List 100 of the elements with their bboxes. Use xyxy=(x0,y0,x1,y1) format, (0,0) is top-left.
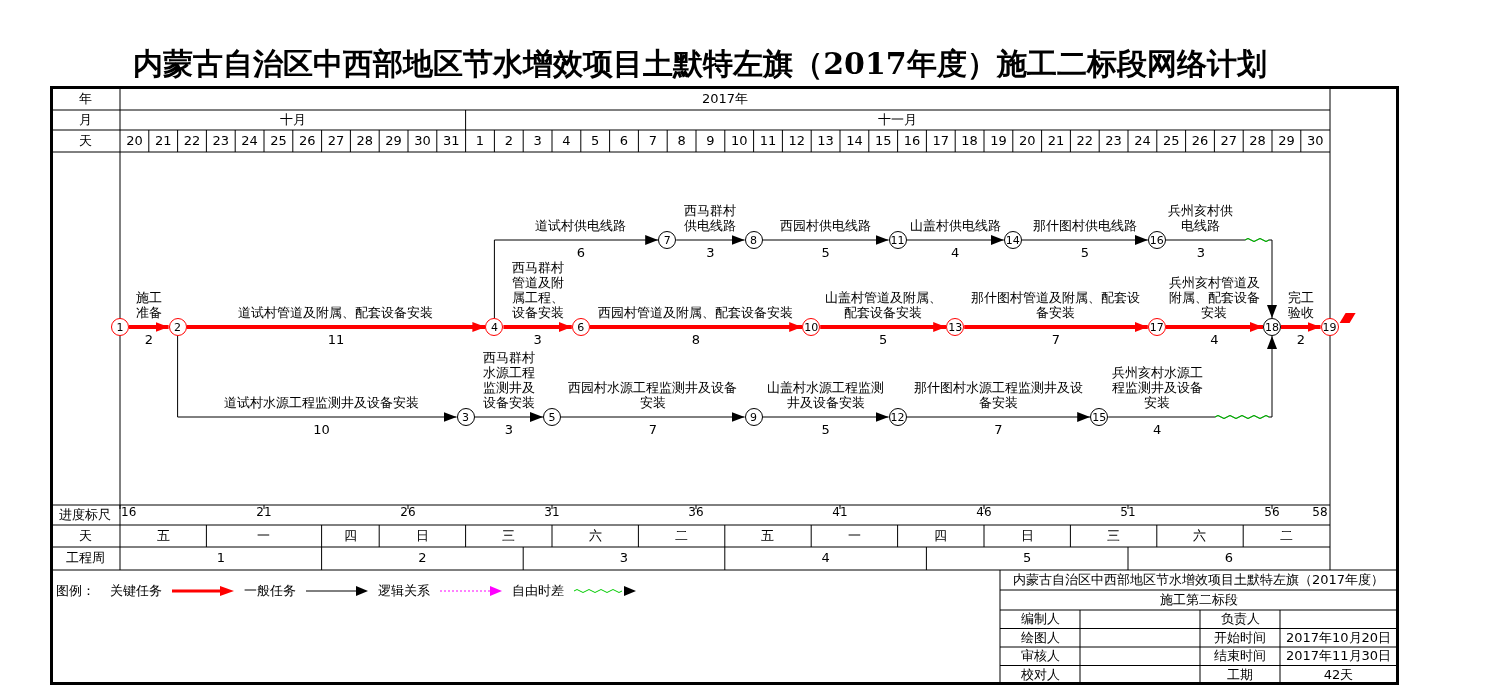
day-number: 9 xyxy=(706,133,715,149)
day-number: 18 xyxy=(961,133,978,149)
activity-label: 施工准备 xyxy=(134,291,163,321)
weekday-label: 五 xyxy=(761,528,775,544)
weekday-label: 五 xyxy=(156,528,170,544)
scale-tick-label: 58 xyxy=(1312,506,1328,520)
activity-arrow xyxy=(503,322,572,332)
duration-label: 3 xyxy=(706,245,715,261)
field-value: 2017年11月30日 xyxy=(1285,649,1392,664)
field-name: 开始时间 xyxy=(1214,630,1266,645)
week-number: 3 xyxy=(619,551,629,566)
day-number: 27 xyxy=(1220,133,1238,149)
scale-tick-label: 16 xyxy=(121,506,137,520)
duration-label: 8 xyxy=(691,332,701,348)
day-number: 29 xyxy=(385,133,402,149)
activity-arrow xyxy=(762,235,890,245)
duration-label: 3 xyxy=(1196,245,1206,261)
event-node: 11 xyxy=(888,231,907,249)
event-node: 6 xyxy=(571,318,590,336)
event-node: 16 xyxy=(1147,231,1166,249)
activity-arrow xyxy=(560,412,746,422)
day-number: 7 xyxy=(648,133,657,149)
legend-label: 自由时差 xyxy=(512,582,564,600)
event-node: 2 xyxy=(168,318,187,336)
event-node: 1 xyxy=(111,318,129,336)
activity-arrow xyxy=(186,322,486,332)
title-block-heading: 施工第二标段 xyxy=(1159,592,1238,608)
year-label: 2017年 xyxy=(701,91,749,107)
event-node: 8 xyxy=(744,231,763,249)
activity-label: 兵州亥村管道及附属、配套设备安装 xyxy=(1167,276,1261,321)
weekday-label: 三 xyxy=(1107,528,1121,544)
scale-tick-label: 21 xyxy=(256,506,272,520)
day-number: 22 xyxy=(183,133,201,149)
activity-label: 山盖村管道及附属、配套设备安装 xyxy=(823,291,943,321)
row-heading: 天 xyxy=(78,133,92,149)
weekday-label: 四 xyxy=(934,528,948,544)
activity-label: 完工验收 xyxy=(1286,291,1315,321)
weekday-label: 一 xyxy=(847,528,861,544)
event-node: 9 xyxy=(744,408,763,426)
day-number: 17 xyxy=(932,133,950,149)
day-number: 31 xyxy=(442,133,460,149)
event-node: 10 xyxy=(802,318,821,336)
event-node: 12 xyxy=(888,408,907,426)
field-name: 结束时间 xyxy=(1214,649,1266,664)
duration-label: 6 xyxy=(576,245,585,261)
duration-label: 5 xyxy=(821,245,830,261)
field-name: 编制人 xyxy=(1020,612,1060,627)
activity-arrow xyxy=(820,322,947,332)
day-number: 30 xyxy=(1306,133,1324,149)
weekday-label: 六 xyxy=(588,528,602,544)
weekday-label: 二 xyxy=(1279,528,1293,544)
day-number: 24 xyxy=(241,133,258,149)
day-number: 19 xyxy=(990,133,1007,149)
duration-label: 2 xyxy=(144,332,153,348)
event-node: 3 xyxy=(456,408,475,426)
title-block-heading: 内蒙古自治区中西部地区节水增效项目土默特左旗（2017年度） xyxy=(1012,572,1385,588)
week-number: 2 xyxy=(418,551,427,566)
day-number: 15 xyxy=(874,133,892,149)
activity-arrow xyxy=(964,322,1148,332)
duration-label: 4 xyxy=(951,245,960,261)
day-number: 3 xyxy=(533,133,542,149)
day-number: 6 xyxy=(619,133,629,149)
activity-label: 那什图村水源工程监测井及设备安装 xyxy=(912,381,1084,411)
field-name: 审核人 xyxy=(1020,649,1060,664)
duration-label: 4 xyxy=(1210,332,1219,348)
day-number: 16 xyxy=(903,133,921,149)
day-number: 1 xyxy=(475,133,485,149)
day-number: 8 xyxy=(677,133,686,149)
legend-label: 关键任务 xyxy=(110,582,162,600)
day-number: 20 xyxy=(1018,133,1036,149)
duration-label: 2 xyxy=(1296,332,1305,348)
event-node: 4 xyxy=(485,318,504,336)
activity-label: 那什图村管道及附属、配套设备安装 xyxy=(970,291,1142,321)
day-number: 28 xyxy=(356,133,374,149)
duration-label: 5 xyxy=(1080,245,1089,261)
month-label: 十月 xyxy=(279,112,306,128)
event-node: 14 xyxy=(1003,231,1022,249)
day-number: 26 xyxy=(298,133,316,149)
day-number: 11 xyxy=(759,133,777,149)
duration-label: 11 xyxy=(327,332,345,348)
row-heading: 天 xyxy=(78,528,92,544)
weekday-label: 三 xyxy=(502,528,516,544)
weekday-label: 六 xyxy=(1193,528,1207,544)
activity-label: 西园村供电线路 xyxy=(780,219,872,234)
activity-arrow xyxy=(1281,322,1321,332)
day-number: 23 xyxy=(1105,133,1122,149)
field-name: 校对人 xyxy=(1020,667,1060,682)
duration-label: 7 xyxy=(1051,332,1061,348)
day-number: 26 xyxy=(1191,133,1209,149)
duration-label: 5 xyxy=(879,332,888,348)
field-value: 2017年10月20日 xyxy=(1285,630,1392,645)
day-number: 20 xyxy=(126,133,143,149)
activity-arrow xyxy=(906,412,1091,422)
activity-arrow xyxy=(906,235,1005,245)
activity-label: 道试村水源工程监测井及设备安装 xyxy=(224,396,420,411)
day-number: 29 xyxy=(1278,133,1295,149)
row-heading: 进度标尺 xyxy=(59,507,111,523)
event-node: 13 xyxy=(946,318,965,336)
legend-label: 一般任务 xyxy=(244,582,296,600)
duration-label: 10 xyxy=(313,422,330,438)
